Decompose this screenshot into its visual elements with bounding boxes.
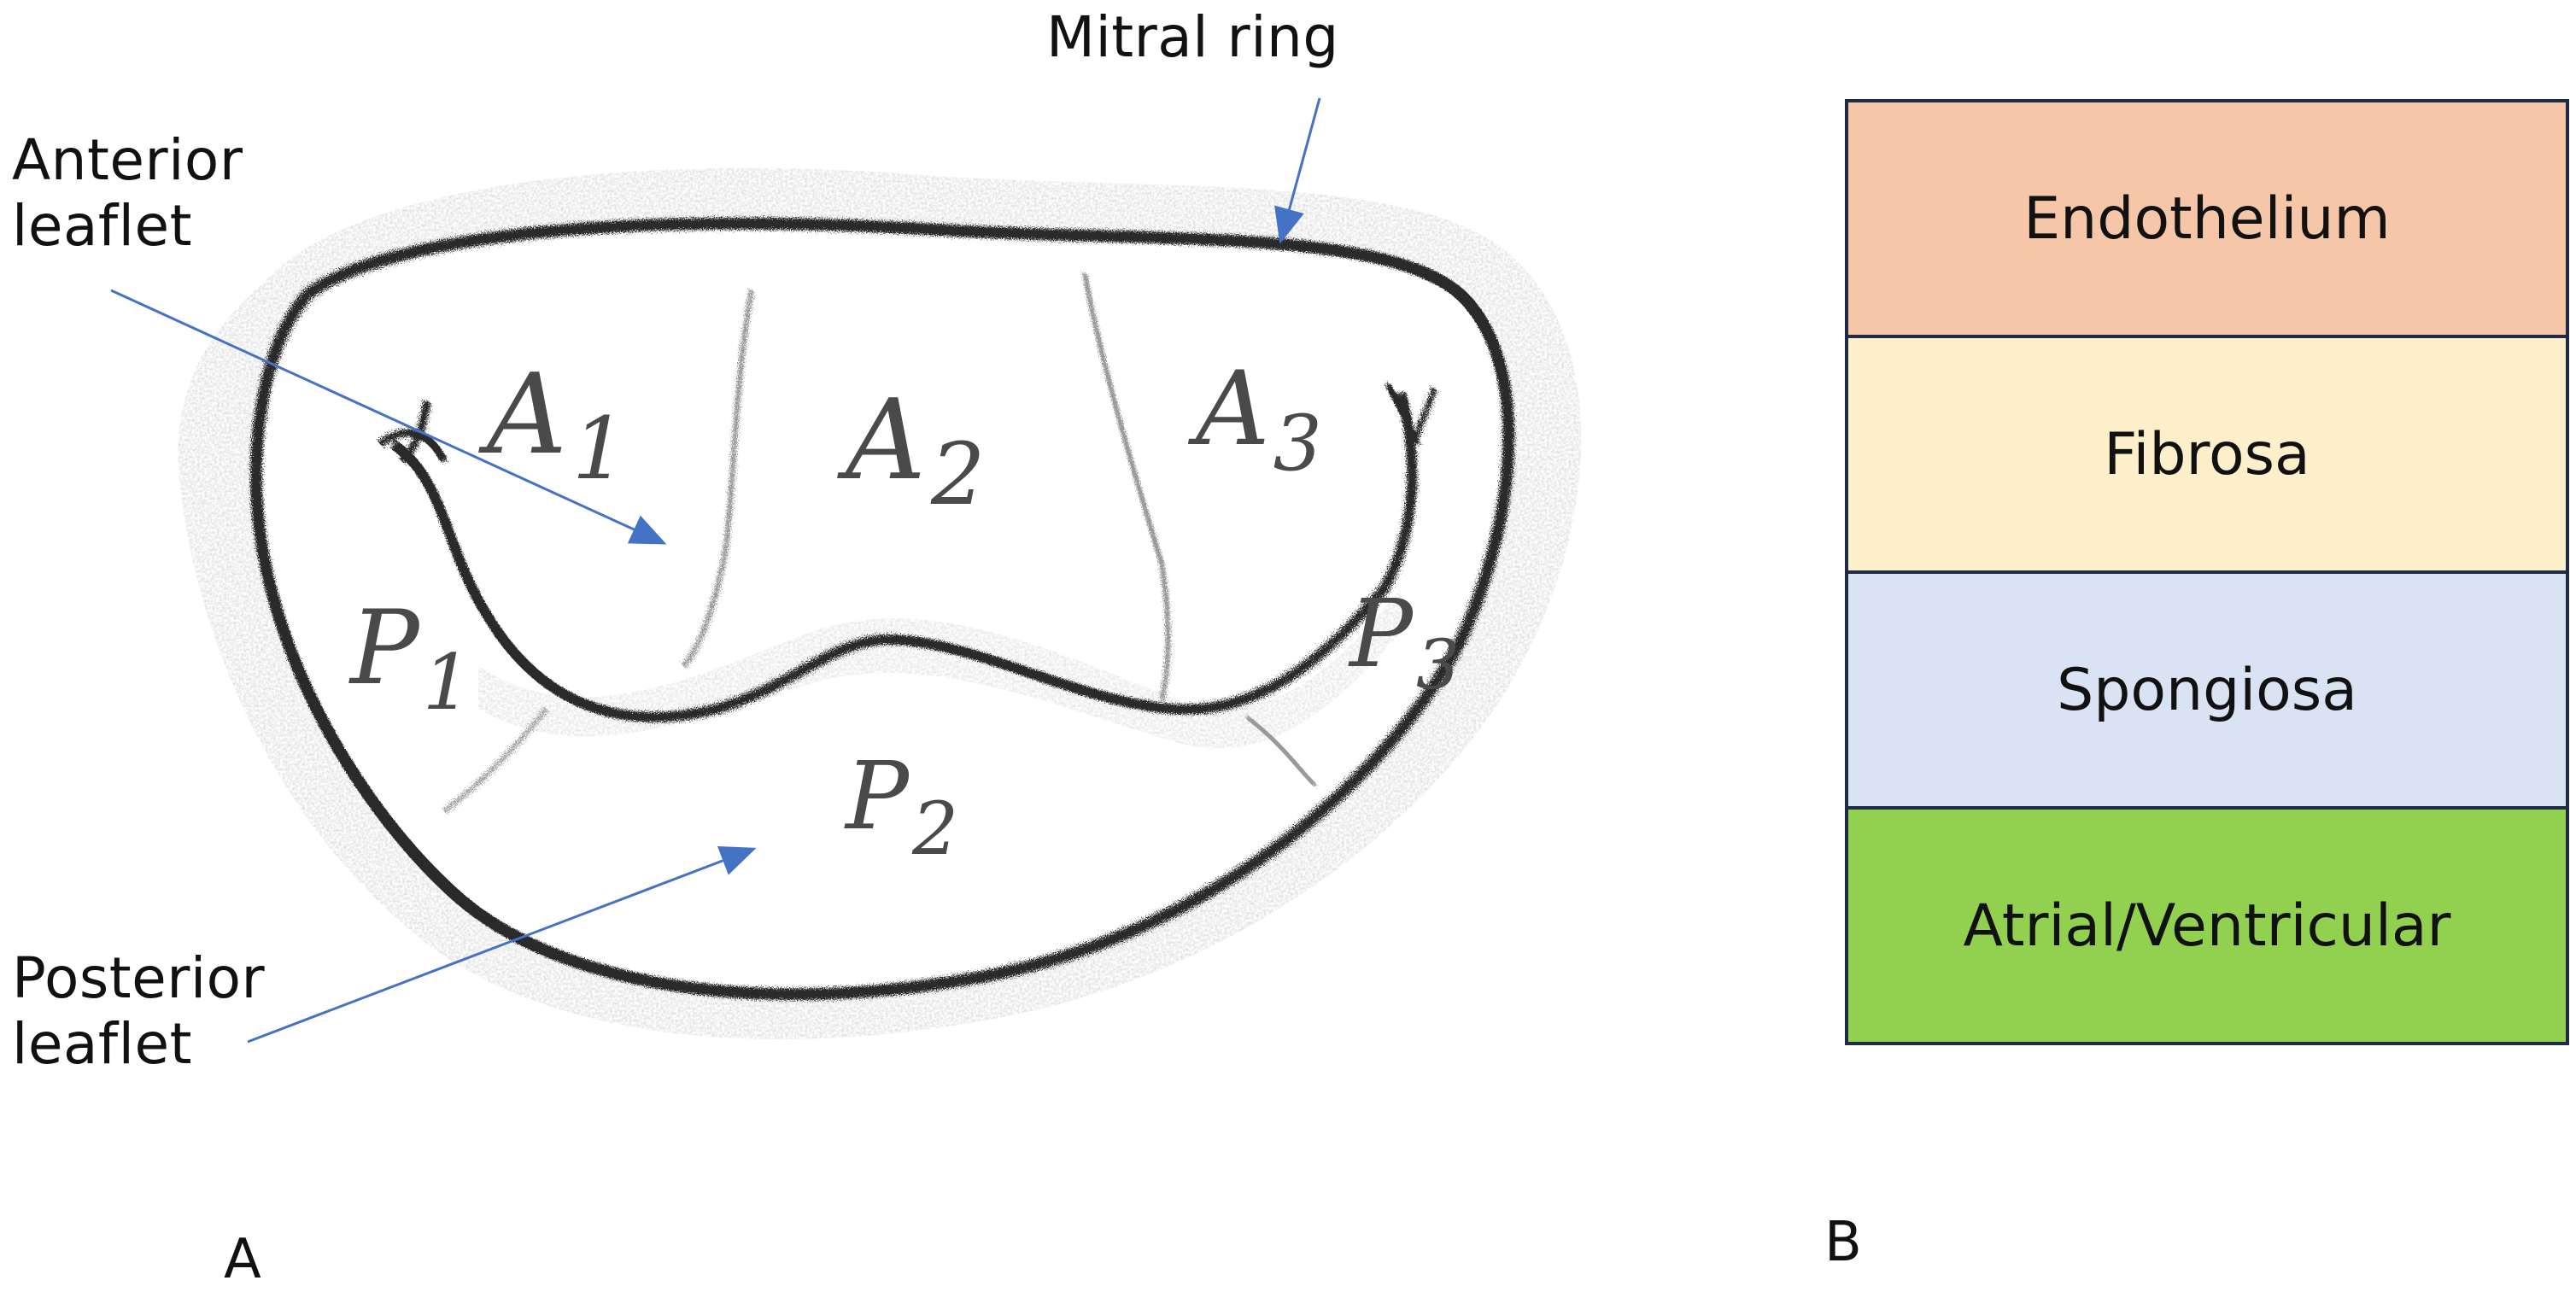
layer-label: Atrial/Ventricular — [1963, 892, 2451, 960]
scallop-p2-label: P2 — [844, 741, 958, 872]
scallop-p3-label: P3 — [1348, 579, 1460, 705]
commissure-mark-right — [1385, 383, 1438, 446]
panel-a-letter: A — [224, 1228, 261, 1291]
valve-area — [256, 223, 1509, 995]
scallop-a1-label: A1 — [478, 349, 627, 499]
scallop-divider-p1-p2 — [442, 707, 548, 813]
scallop-divider-a1-a2 — [681, 289, 754, 669]
posterior-leaflet-label: Posterior leaflet — [12, 945, 266, 1077]
layer-atrial-ventricular: Atrial/Ventricular — [1848, 810, 2566, 1042]
layer-label: Endothelium — [2023, 184, 2391, 253]
layer-spongiosa: Spongiosa — [1848, 574, 2566, 810]
scallop-divider-a2-a3 — [1082, 272, 1171, 701]
layer-label: Spongiosa — [2057, 656, 2357, 724]
scallop-p1-label: P1 — [348, 589, 471, 728]
scallop-a2-label: A2 — [837, 375, 986, 524]
commissure-mark-left — [378, 401, 448, 465]
layer-fibrosa: Fibrosa — [1848, 338, 2566, 574]
panel-b-letter: B — [1824, 1211, 1862, 1274]
valve-layer-stack: Endothelium Fibrosa Spongiosa Atrial/Ven… — [1845, 99, 2569, 1045]
coaptation-line — [389, 391, 1418, 722]
mitral-ring-outline — [249, 217, 1515, 1001]
anterior-leaflet-label: Anterior leaflet — [12, 127, 243, 259]
scallop-divider-p2-p3 — [1245, 716, 1317, 787]
mitral-ring-label: Mitral ring — [1046, 4, 1339, 70]
mitral-ring-arrow — [1274, 97, 1321, 244]
layer-label: Fibrosa — [2104, 420, 2310, 488]
posterior-leaflet-arrow — [247, 846, 757, 1044]
layer-endothelium: Endothelium — [1848, 102, 2566, 338]
anterior-leaflet-arrow — [110, 289, 667, 545]
scallop-a3-label: A3 — [1187, 350, 1322, 488]
